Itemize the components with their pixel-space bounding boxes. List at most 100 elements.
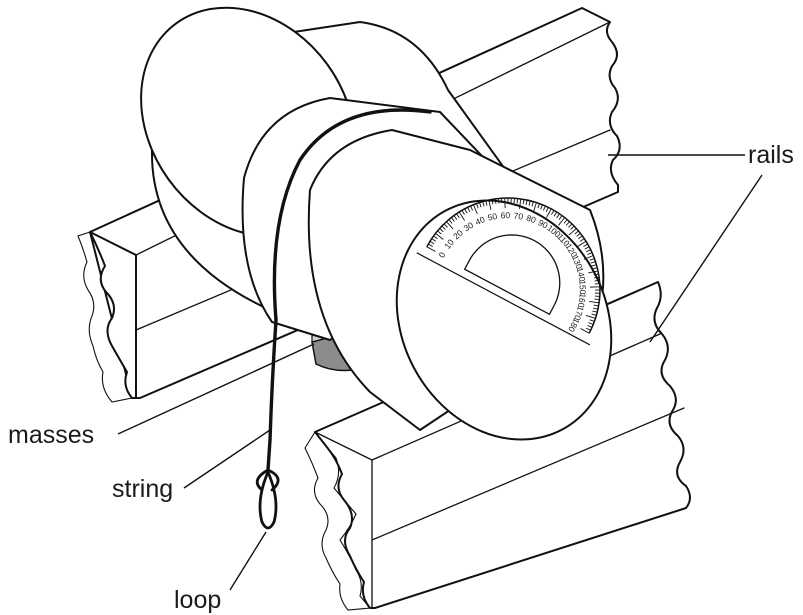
protractor-tick	[583, 243, 588, 247]
protractor-tick	[558, 215, 563, 220]
masses-leader	[117, 343, 315, 435]
protractor-tick	[476, 203, 479, 209]
protractor-tick	[568, 223, 573, 228]
protractor-tick	[540, 204, 543, 210]
protractor-tick	[519, 198, 522, 209]
protractor-tick	[594, 292, 600, 294]
protractor-tick	[574, 230, 579, 235]
protractor-tick	[494, 198, 497, 204]
protractor-tick	[592, 310, 598, 313]
protractor-tick	[429, 240, 435, 245]
protractor-tick	[546, 208, 552, 218]
string	[266, 108, 432, 472]
protractor-tick	[531, 201, 534, 207]
protractor-tick	[525, 199, 528, 206]
protractor-tick	[590, 261, 596, 264]
protractor-tick	[439, 228, 444, 233]
protractor-tick	[589, 258, 595, 261]
protractor-tick	[433, 235, 438, 240]
protractor-tick	[591, 313, 597, 316]
protractor-tick	[448, 219, 453, 224]
protractor-tick	[545, 207, 549, 213]
protractor-tick	[580, 328, 590, 334]
protractor-tick	[585, 327, 591, 331]
protractor-tick	[587, 324, 593, 328]
label-loop: loop	[174, 586, 221, 614]
protractor-tick	[577, 240, 587, 247]
protractor-tick	[589, 319, 595, 322]
protractor-scale-label: 90	[537, 217, 550, 230]
protractor-tick	[522, 199, 525, 205]
protractor-tick	[516, 198, 519, 204]
loop-leader	[229, 531, 267, 591]
protractor-tick	[473, 204, 478, 215]
protractor-tick	[461, 210, 465, 215]
protractor-tick	[542, 205, 546, 211]
protractor-tick	[568, 228, 577, 236]
protractor-tick	[428, 243, 433, 247]
protractor-tick	[443, 223, 448, 228]
protractor-baseline	[416, 252, 591, 346]
protractor-tick	[470, 205, 474, 211]
protractor-tick	[507, 198, 509, 204]
protractor-tick	[576, 233, 581, 237]
protractor-tick	[587, 252, 593, 256]
protractor-tick	[583, 255, 594, 260]
protractor-scale-label: 0	[436, 250, 447, 259]
protractor-tick	[584, 246, 590, 250]
protractor-tick	[532, 202, 537, 213]
protractor-tick	[431, 238, 437, 242]
protractor-tick	[437, 230, 442, 235]
protractor-tick	[501, 198, 503, 204]
protractor-tick	[588, 270, 599, 274]
protractor-inner-window	[463, 234, 561, 316]
protractor-tick	[479, 202, 482, 208]
protractor-tick	[592, 307, 599, 310]
protractor-tick	[593, 304, 599, 307]
label-rails: rails	[748, 141, 794, 169]
protractor-tick	[585, 249, 591, 253]
protractor-scale-label: 160	[576, 293, 588, 309]
protractor-tick	[451, 217, 455, 222]
protractor-tick	[456, 213, 460, 219]
label-masses: masses	[8, 421, 94, 449]
loop	[255, 468, 280, 530]
protractor-tick	[588, 322, 594, 325]
protractor-tick	[513, 198, 515, 204]
protractor-tick	[594, 279, 600, 282]
protractor-scale-label: 70	[513, 210, 524, 221]
protractor-tick	[482, 201, 485, 207]
protractor-tick	[453, 215, 458, 220]
protractor-tick	[491, 199, 494, 205]
protractor-tick	[510, 198, 512, 204]
protractor-tick	[579, 238, 585, 242]
protractor-tick	[553, 211, 558, 217]
protractor-tick	[591, 264, 597, 267]
protractor-tick	[563, 219, 568, 224]
protractor-scale-label: 130	[570, 254, 585, 271]
leader-lines	[117, 154, 763, 591]
protractor-tick	[537, 203, 540, 209]
protractor-tick	[585, 314, 596, 319]
protractor-scale-label: 40	[474, 214, 487, 227]
protractor-tick	[446, 221, 454, 230]
protractor-tick	[578, 235, 583, 240]
protractor-scale-label: 140	[575, 266, 588, 282]
label-string: string	[112, 475, 173, 503]
protractor-tick	[441, 225, 446, 230]
protractor-tick	[504, 198, 506, 209]
protractor-tick	[589, 301, 600, 304]
protractor-tick	[528, 200, 531, 206]
protractor-tick	[594, 276, 600, 279]
protractor-tick	[593, 273, 599, 276]
rails-leader-front	[649, 174, 763, 343]
protractor-scale-label: 50	[487, 211, 499, 223]
protractor-scale-label: 80	[525, 213, 537, 226]
protractor-scale-label: 150	[577, 280, 587, 295]
protractor-tick	[497, 198, 500, 204]
protractor-tick	[458, 211, 465, 221]
protractor-scale-label: 170	[572, 305, 586, 322]
protractor-tick	[594, 298, 600, 301]
protractor-tick	[485, 200, 488, 206]
